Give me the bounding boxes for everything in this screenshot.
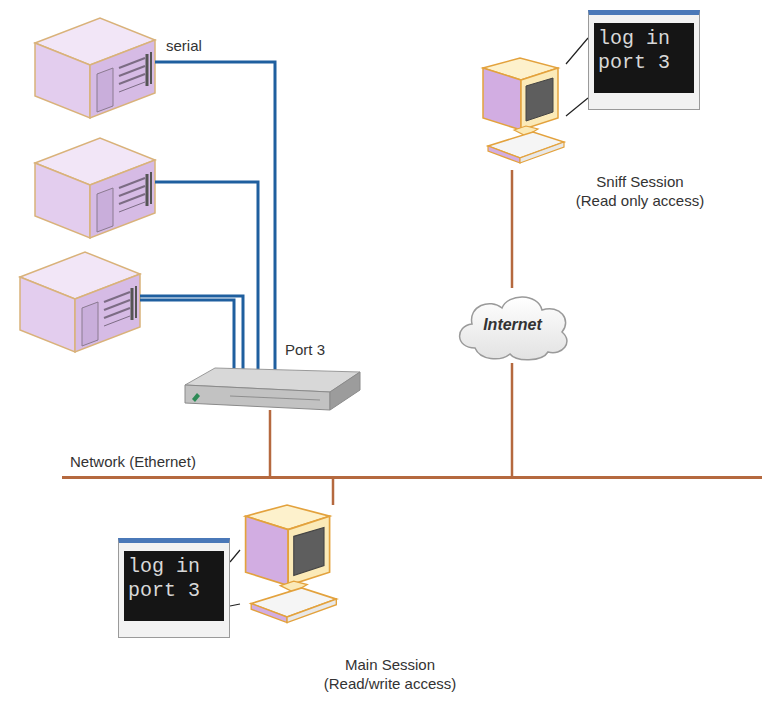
terminal-text: log in port 3 [594, 23, 694, 93]
computer: Main Session (Read/write access) [240, 505, 340, 623]
console-server: Port 3 [185, 368, 360, 410]
internet-cloud: Internet [450, 288, 575, 363]
port-label: Port 3 [285, 340, 325, 359]
terminal-window: log in port 3 [588, 10, 700, 110]
server-box [20, 252, 140, 352]
server-box [35, 138, 155, 238]
network-cable [332, 479, 335, 505]
session-caption: Sniff Session (Read only access) [575, 172, 705, 210]
network-cable [511, 170, 514, 288]
console-server [185, 368, 360, 410]
serial-cables [140, 62, 275, 372]
network-cable [269, 410, 272, 476]
network-bus: Network (Ethernet) [62, 476, 762, 479]
terminal-window: log in port 3 [118, 538, 230, 638]
computer: Sniff Session (Read only access) [478, 58, 566, 170]
cable-label: serial [166, 36, 202, 55]
computer-icon [246, 505, 337, 623]
leader-line [566, 38, 588, 116]
server-box [35, 18, 155, 118]
terminal-text: log in port 3 [124, 551, 224, 621]
network-label: Network (Ethernet) [70, 452, 196, 471]
session-caption: Main Session (Read/write access) [320, 655, 460, 693]
cloud-label: Internet [450, 315, 575, 334]
network-cable [511, 363, 514, 476]
leader-line [230, 550, 240, 606]
computer-icon [483, 58, 564, 163]
